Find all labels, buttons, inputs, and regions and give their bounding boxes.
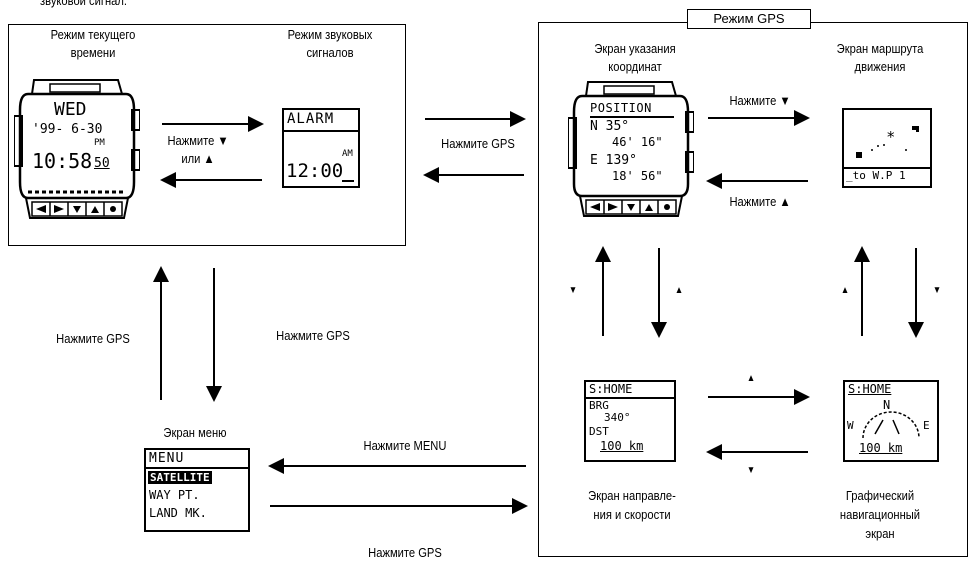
down-marker-2: ▼ [932,285,942,296]
graphic-compass-arc [862,411,920,439]
down-marker-1: ▼ [568,285,578,296]
timekeeping-label-1: Режим текущего [50,27,136,42]
graphic-dst-value: 100 km [859,441,903,455]
bearing-dst: DST [589,425,609,438]
position-display: POSITION N 35° 46' 16" E 139° 18' 56" [590,102,674,192]
route-plot: * [856,126,919,158]
graphic-title: S:HOME [848,382,892,396]
bearing-brg-value: 340° [604,411,631,424]
gps-mode-tab: Режим GPS [687,9,811,29]
press-menu-label: Нажмите MENU [363,438,447,453]
watch-timekeeping-illustration [14,79,140,219]
bearing-title: S:HOME [589,382,633,396]
timekeeping-label-2: времени [70,45,116,60]
position-lat-1: N 35° [590,119,630,134]
alarm-am: AM [342,149,353,159]
watch-date: '99- 6-30 [32,122,103,137]
graphic-label-3: экран [865,526,895,541]
top-note: звуковой сигнал. [40,0,127,8]
graphic-n: N [883,398,891,412]
position-title: POSITION [590,102,652,115]
menu-divider [146,467,248,469]
alarm-divider [284,130,358,132]
coordinates-label-1: Экран указания [594,41,676,56]
bearing-divider [586,397,674,399]
press-gps-bottom-label: Нажмите GPS [368,545,442,560]
route-label-2: движения [854,59,906,74]
route-footer: _to W.P 1 [846,169,906,182]
alarm-cursor [342,180,354,182]
menu-screen: MENU SATELLITE WAY PT. LAND MK. [144,448,250,532]
press-gps-left-label: Нажмите GPS [56,331,130,346]
menu-title: MENU [149,451,185,466]
bearing-label-1: Экран направле- [588,488,676,503]
route-divider [844,167,930,169]
graphic-w: W [847,419,854,432]
position-lon-2: 18' 56" [612,169,663,183]
position-lat-2: 46' 16" [612,135,663,149]
down-marker-3: ▼ [746,465,756,476]
alarm-time: 12:00 [286,160,344,182]
watch-time: 10:58 [32,149,93,173]
press-gps-right-label: Нажмите GPS [441,136,515,151]
menu-item-landmark: LAND MK. [149,506,207,520]
bearing-dst-value: 100 km [600,439,644,453]
watch-seconds: 50 [94,156,110,171]
menu-item-waypoint: WAY PT. [149,488,200,502]
menu-screen-label: Экран меню [163,425,227,440]
up-marker-3: ▲ [746,373,756,384]
bearing-label-2: ния и скорости [593,507,671,522]
alarm-title: ALARM [287,111,335,127]
alarm-label-2: сигналов [306,45,354,60]
watch-pm: PM [94,138,105,148]
graphic-label-1: Графический [845,488,915,503]
bearing-screen: S:HOME BRG 340° DST 100 km [584,380,676,462]
up-marker-1: ▲ [674,285,684,296]
press-down-or-up-1: Нажмите ▼ [167,133,229,148]
watch-day: WED [54,99,87,120]
press-gps-mid-label: Нажмите GPS [276,328,350,343]
graphic-screen: S:HOME N W E 100 km [843,380,939,462]
watch-timekeeping-display: WED '99- 6-30 PM 10:58 50 [32,99,118,185]
graphic-e: E [923,419,930,432]
press-up-label: Нажмите ▲ [729,194,791,209]
coordinates-label-2: координат [608,59,662,74]
press-down-label: Нажмите ▼ [729,93,791,108]
alarm-screen: ALARM AM 12:00 [282,108,360,188]
graphic-label-2: навигационный [839,507,921,522]
menu-item-satellite: SATELLITE [148,471,212,484]
alarm-label-1: Режим звуковых [287,27,373,42]
position-divider [590,116,674,118]
position-lon-1: E 139° [590,153,637,168]
watch-position-illustration [568,81,694,217]
route-label-1: Экран маршрута [836,41,924,56]
time-alarm-frame [8,24,406,246]
bearing-brg: BRG [589,399,609,412]
up-marker-2: ▲ [840,285,850,296]
svg-text:*: * [887,128,895,146]
press-down-or-up-2: или ▲ [181,151,215,166]
route-screen: * _to W.P 1 [842,108,932,188]
